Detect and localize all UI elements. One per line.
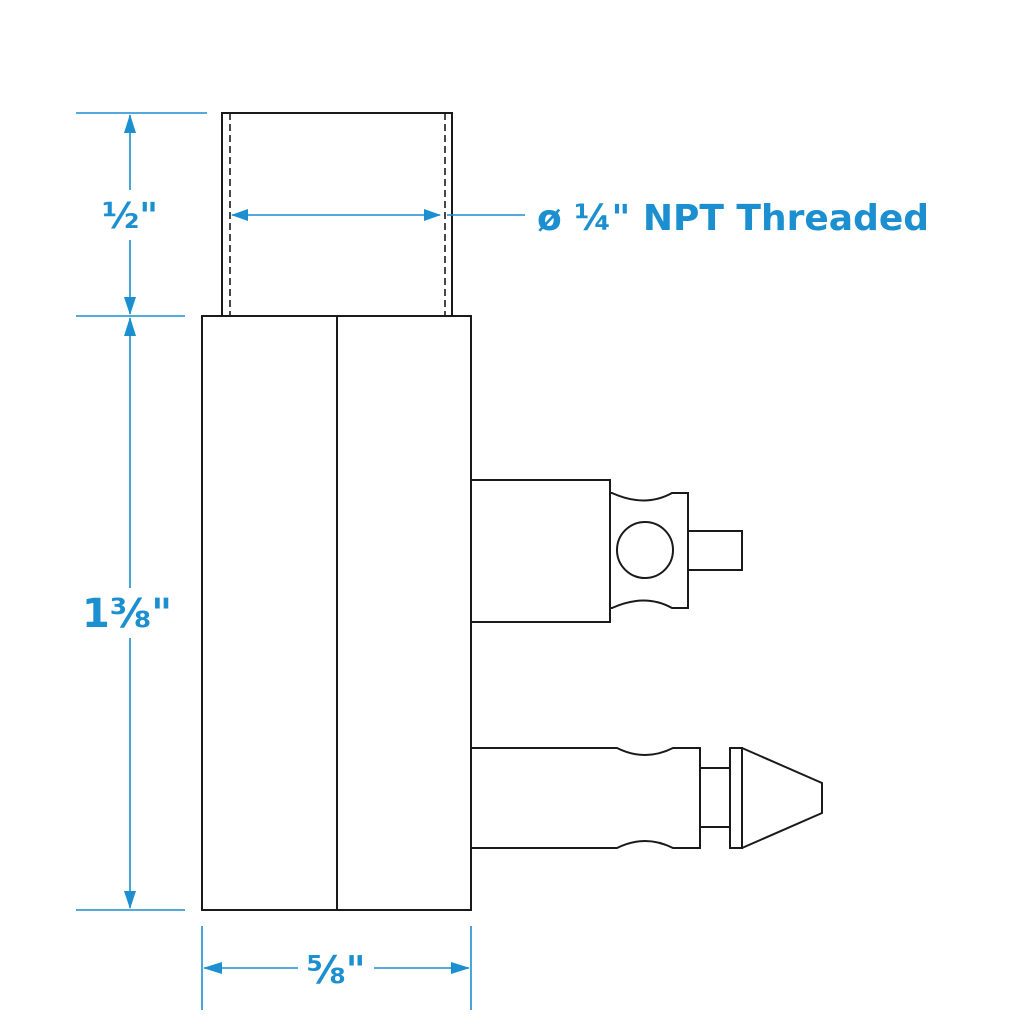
pin bbox=[687, 530, 743, 571]
port-circle bbox=[616, 521, 674, 579]
body-height-label: 1⅜" bbox=[82, 591, 172, 637]
hose-barb bbox=[471, 747, 823, 849]
body-width-label: ⅝" bbox=[306, 948, 365, 992]
main-body bbox=[201, 315, 472, 911]
thread-label: ø ¼" NPT Threaded bbox=[537, 198, 929, 239]
dimension-bottom: ⅝" bbox=[201, 926, 472, 1010]
thread-callout: ø ¼" NPT Threaded bbox=[231, 198, 929, 239]
dimension-left: ½" 1⅜" bbox=[76, 112, 207, 911]
pipe-height-label: ½" bbox=[102, 196, 158, 237]
upper-fitting bbox=[470, 479, 743, 623]
